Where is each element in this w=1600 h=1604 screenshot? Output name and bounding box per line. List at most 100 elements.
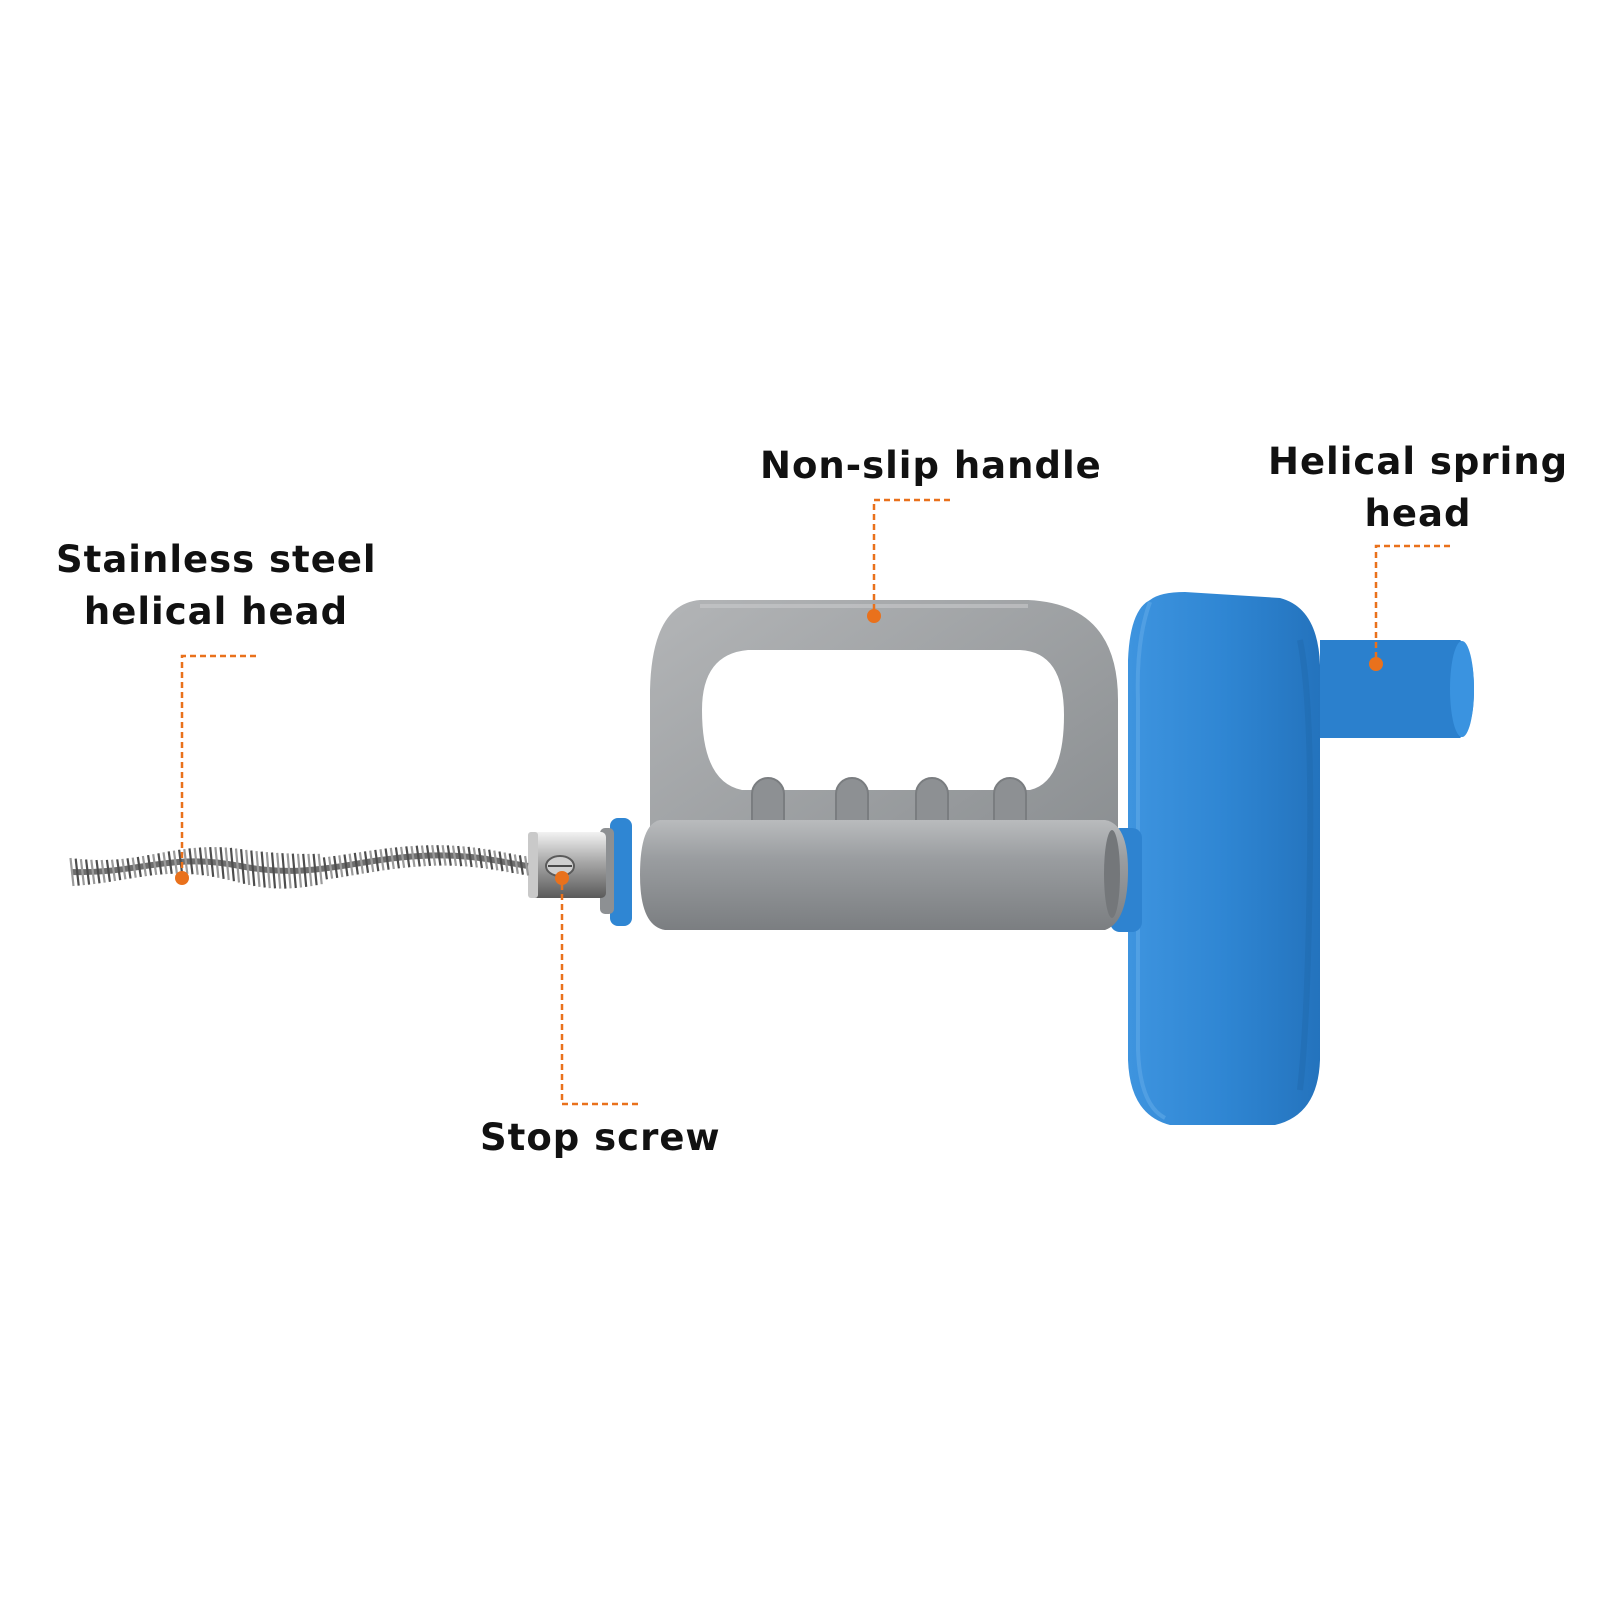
coil-turn [307,853,313,887]
handle-body [640,820,1128,930]
coil-turn [126,858,132,879]
label-line: head [1364,492,1472,535]
coil-turn [260,851,266,888]
leader-stop-screw [560,878,638,1106]
coil-turn [229,847,235,882]
coil-turn [250,850,256,887]
coil-turn [436,845,442,866]
coil-turn [152,854,158,876]
coil-turn [281,853,287,889]
coil-turn [518,855,524,875]
coil-turn [446,845,452,866]
coil-turn [296,853,303,888]
coil-turn [524,855,530,876]
coil-turn [69,857,75,887]
leader-helical-spring-head [1374,544,1450,664]
coil-turn [312,853,318,886]
coil-turn [425,845,432,867]
coil-turn [317,853,323,885]
dot-helical-spring-head [1369,657,1383,671]
coil-turn [167,851,173,874]
coil-turn [358,852,364,874]
coil-turn [363,851,370,873]
coil-turn [405,846,411,868]
coil-turn [493,850,499,871]
drum-crank-knob [1320,640,1474,738]
coil-turn [136,856,142,878]
coil-turn [503,852,509,873]
coil-turn [157,853,163,875]
coil-turn [172,850,178,874]
dot-stainless-steel-helical-head [175,871,189,885]
coil-turn [338,855,344,878]
coil-turn [472,847,478,868]
coil-turn [141,855,147,877]
chrome-nozzle [528,832,606,898]
coil-turn [234,848,241,883]
coil-turn [384,848,390,870]
coil-turn [131,857,137,878]
coil-turn [483,848,489,869]
coil-turn [477,848,483,869]
coil-turn [204,847,210,877]
coil-turn [95,859,101,884]
coil-turn [110,859,117,882]
coil-turn [245,849,251,886]
coil-turn [389,847,395,870]
coil-turn [219,847,225,880]
coil-turn [116,859,122,881]
label-line: Stainless steel [56,538,377,581]
coil-turn [302,853,308,887]
coil-turn [415,845,421,867]
coil-turn [353,852,359,875]
coil-turn [420,845,426,867]
label-line: Stop screw [480,1116,721,1159]
coil-turn [508,853,514,874]
coil-turn [467,846,473,868]
coil-turn [451,845,458,867]
coil-turn [188,848,194,875]
cable-coils [69,845,530,889]
coil-turn [441,845,447,866]
coil-turn [74,858,80,886]
coil-turn [498,851,504,872]
dot-non-slip-handle [867,609,881,623]
coil-turn [162,852,168,875]
coil-turn [286,853,292,889]
coil-turn [488,849,494,870]
label-stainless-steel-helical-head: Stainless steel helical head [56,534,376,638]
coil-turn [348,853,354,876]
coil-turn [240,849,246,884]
coil-turn [214,846,220,878]
blue-drum [1128,592,1320,1125]
spring-cable [69,845,530,889]
coil-turn [379,849,385,871]
coil-turn [85,859,91,885]
dot-stop-screw [555,871,569,885]
coil-turn [121,858,127,880]
coil-turn [431,845,437,866]
label-line: helical head [83,590,349,633]
coil-turn [255,851,261,887]
coil-turn [224,847,230,881]
coil-turn [79,858,85,886]
label-stop-screw: Stop screw [480,1112,720,1164]
coil-turn [209,846,215,878]
coil-turn [369,850,375,873]
coil-turn [374,849,380,872]
coil-turn [328,856,334,879]
label-line: Helical spring [1268,440,1569,483]
coil-turn [276,852,282,889]
leader-non-slip-handle [872,498,950,614]
coil-turn [462,846,468,867]
coil-turn [513,854,519,874]
leader-stainless-steel-helical-head [180,654,256,878]
callout-leaders [180,498,1450,1106]
coil-turn [90,859,96,885]
coil-turn [322,857,328,880]
coil-turn [394,847,400,869]
callout-dots [175,609,1383,885]
coil-turn [400,846,406,868]
